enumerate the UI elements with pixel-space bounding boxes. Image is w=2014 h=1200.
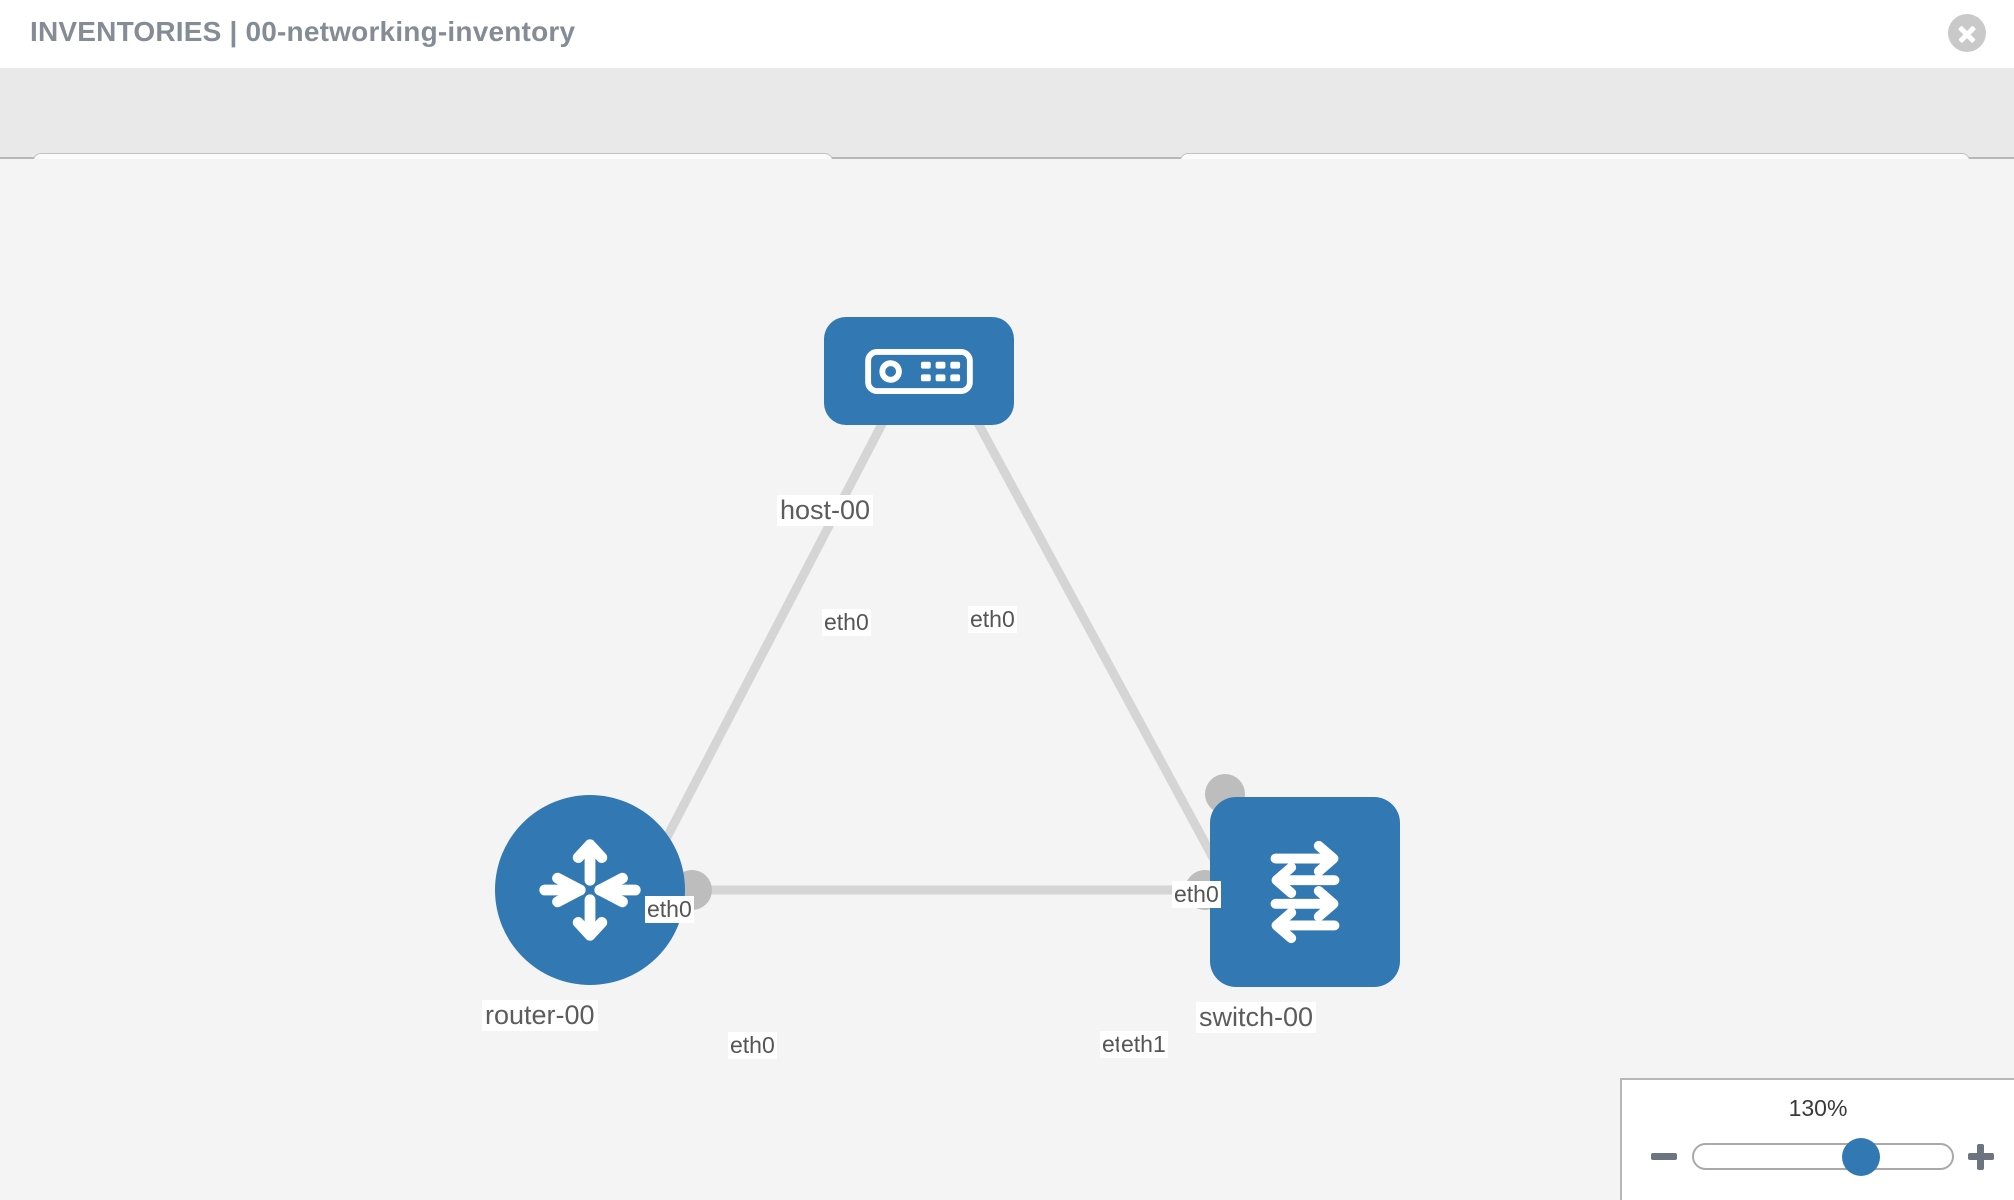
iface-label-switch-to-host: eth0	[1172, 881, 1221, 908]
node-label-router-00: router-00	[482, 1000, 598, 1031]
host-node-shape[interactable]	[824, 317, 1014, 425]
zoom-slider[interactable]	[1692, 1138, 1954, 1176]
node-label-switch-00: switch-00	[1196, 1002, 1317, 1033]
page-title: INVENTORIES | 00-networking-inventory	[30, 16, 576, 47]
plus-icon[interactable]	[1966, 1142, 1996, 1172]
zoom-control-panel: 130%	[1620, 1078, 2014, 1200]
iface-label-switch-to-router-b: eth1	[1119, 1031, 1168, 1058]
iface-label-host-left: eth0	[822, 609, 871, 636]
server-appliance-icon	[865, 348, 973, 394]
page-header: INVENTORIES | 00-networking-inventory	[0, 0, 2014, 68]
close-icon[interactable]	[1948, 14, 1986, 52]
iface-label-host-right: eth0	[968, 606, 1017, 633]
topology-canvas[interactable]: host-00 eth0 eth0	[0, 159, 2014, 1200]
router-node-shape[interactable]	[495, 795, 685, 985]
bidirectional-arrows-icon	[1270, 840, 1340, 944]
zoom-slider-thumb[interactable]	[1842, 1138, 1880, 1176]
toolbar: ACTIONS SEARCH	[0, 68, 2014, 210]
iface-label-router-to-host: eth0	[645, 896, 694, 923]
iface-label-router-to-switch: eth0	[728, 1032, 777, 1059]
four-arrows-inward-icon	[539, 839, 641, 941]
node-label-host-00: host-00	[777, 495, 874, 526]
topology-edges	[636, 396, 1234, 895]
switch-node-shape[interactable]	[1210, 797, 1400, 987]
zoom-level-value: 130%	[1788, 1095, 1848, 1121]
minus-icon[interactable]	[1649, 1142, 1679, 1172]
